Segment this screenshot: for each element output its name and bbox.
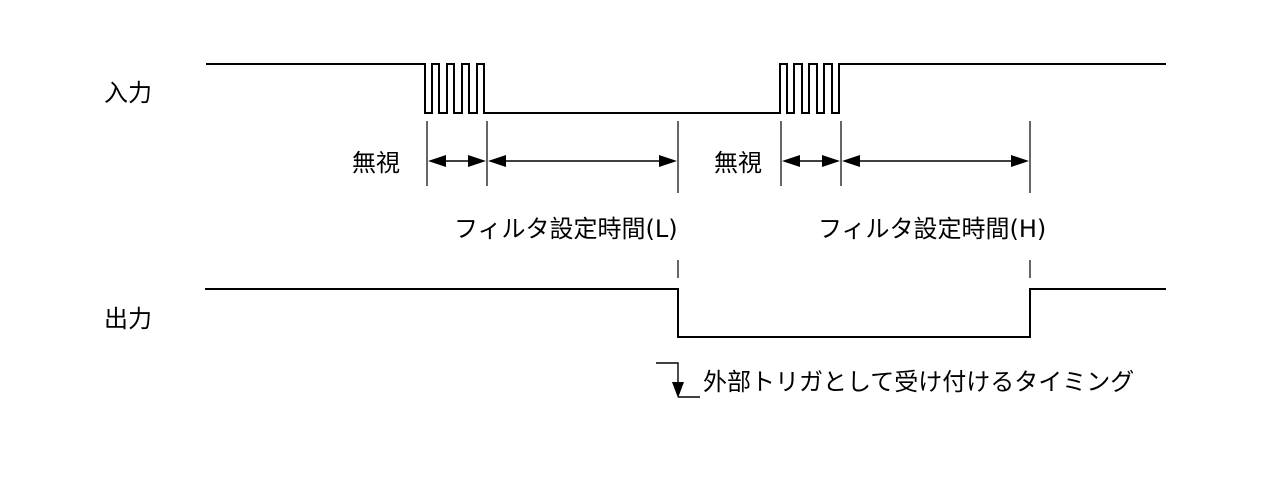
trigger-marker-icon bbox=[656, 362, 700, 398]
ignore-label-2: 無視 bbox=[714, 149, 762, 177]
filter-high-label: フィルタ設定時間(H) bbox=[818, 215, 1046, 243]
ignore-arrow-1 bbox=[428, 155, 486, 167]
filter-high-arrow bbox=[842, 155, 1029, 167]
filter-low-label: フィルタ設定時間(L) bbox=[454, 215, 678, 243]
input-waveform bbox=[206, 63, 1166, 114]
output-waveform bbox=[205, 288, 1166, 338]
output-signal-label: 出力 bbox=[104, 305, 152, 333]
input-signal-label: 入力 bbox=[104, 79, 152, 107]
trigger-timing-note: 外部トリガとして受け付けるタイミング bbox=[703, 368, 1134, 396]
ignore-arrow-2 bbox=[782, 155, 840, 167]
ignore-label-1: 無視 bbox=[352, 149, 400, 177]
filter-low-arrow bbox=[488, 155, 677, 167]
